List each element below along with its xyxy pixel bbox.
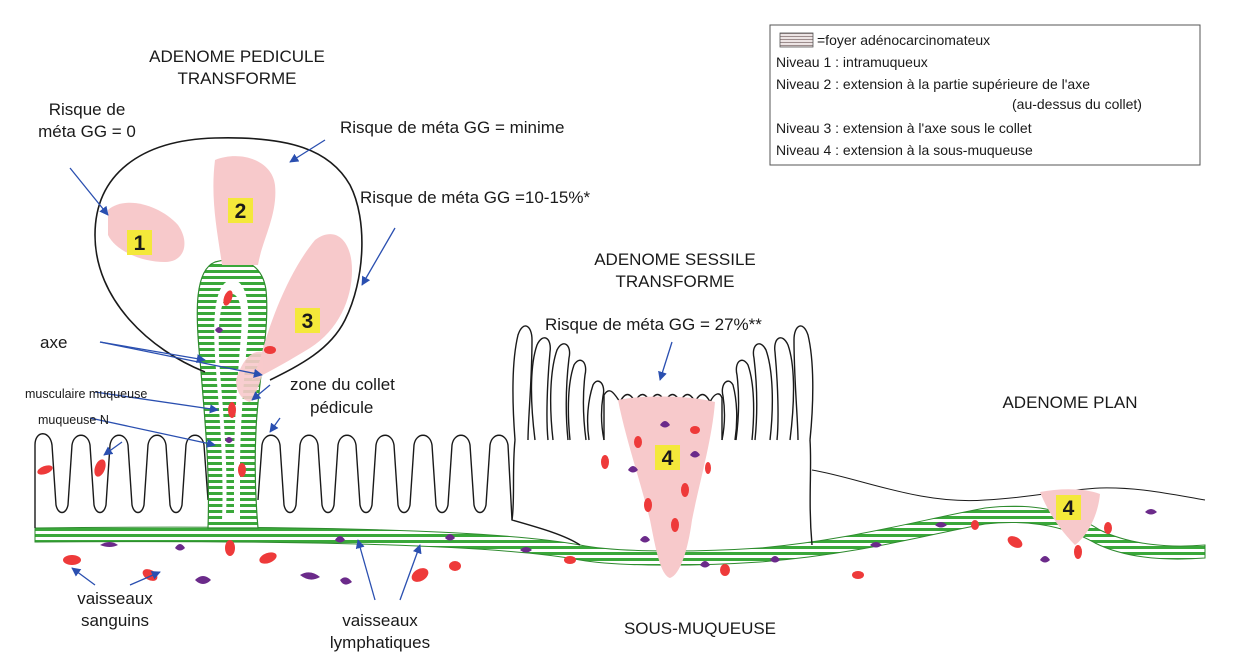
svg-text:4: 4	[662, 447, 674, 470]
legend-line-2b: (au-dessus du collet)	[1012, 96, 1142, 112]
label-lymph-1: vaisseaux	[342, 611, 418, 630]
legend-line-1: Niveau 1 : intramuqueux	[776, 54, 928, 70]
label-muqueuse: muqueuse N	[38, 413, 109, 427]
legend-swatch	[780, 33, 813, 47]
level-badge-2: 2	[228, 198, 253, 223]
svg-text:1: 1	[134, 232, 146, 255]
risk-27: Risque de méta GG = 27%**	[545, 315, 762, 334]
svg-text:4: 4	[1063, 497, 1075, 520]
label-collet-2: pédicule	[310, 398, 373, 417]
sessile-title-2: TRANSFORME	[616, 272, 735, 291]
svg-text:3: 3	[302, 310, 314, 333]
label-axe: axe	[40, 333, 67, 352]
svg-text:2: 2	[235, 200, 247, 223]
flat-title: ADENOME PLAN	[1002, 393, 1137, 412]
label-blood-2: sanguins	[81, 611, 149, 630]
pedicle-title-2: TRANSFORME	[178, 69, 297, 88]
flat-mucosa	[812, 470, 1205, 501]
level-badge-4-sessile: 4	[655, 445, 680, 470]
legend-title: =foyer adénocarcinomateux	[817, 32, 990, 48]
risk-minimal: Risque de méta GG = minime	[340, 118, 564, 137]
risk-10-15: Risque de méta GG =10-15%*	[360, 188, 590, 207]
label-lymph-2: lymphatiques	[330, 633, 430, 652]
legend-box: =foyer adénocarcinomateux Niveau 1 : int…	[770, 25, 1200, 165]
label-sous-muqueuse: SOUS-MUQUEUSE	[624, 619, 776, 638]
risk-0-line-2: méta GG = 0	[38, 122, 136, 141]
level-badge-4-flat: 4	[1056, 495, 1081, 520]
mucosa-left	[35, 434, 208, 528]
pedicle-title-1: ADENOME PEDICULE	[149, 47, 325, 66]
legend-line-4: Niveau 4 : extension à la sous-muqueuse	[776, 142, 1033, 158]
label-blood-1: vaisseaux	[77, 589, 153, 608]
label-musculaire: musculaire muqueuse	[25, 387, 147, 401]
level-badge-3: 3	[295, 308, 320, 333]
legend-line-2: Niveau 2 : extension à la partie supérie…	[776, 76, 1090, 92]
risk-0-line-1: Risque de	[49, 100, 126, 119]
level-badge-1: 1	[127, 230, 152, 255]
label-collet-1: zone du collet	[290, 375, 395, 394]
sessile-title-1: ADENOME SESSILE	[594, 250, 756, 269]
legend-line-3: Niveau 3 : extension à l'axe sous le col…	[776, 120, 1032, 136]
